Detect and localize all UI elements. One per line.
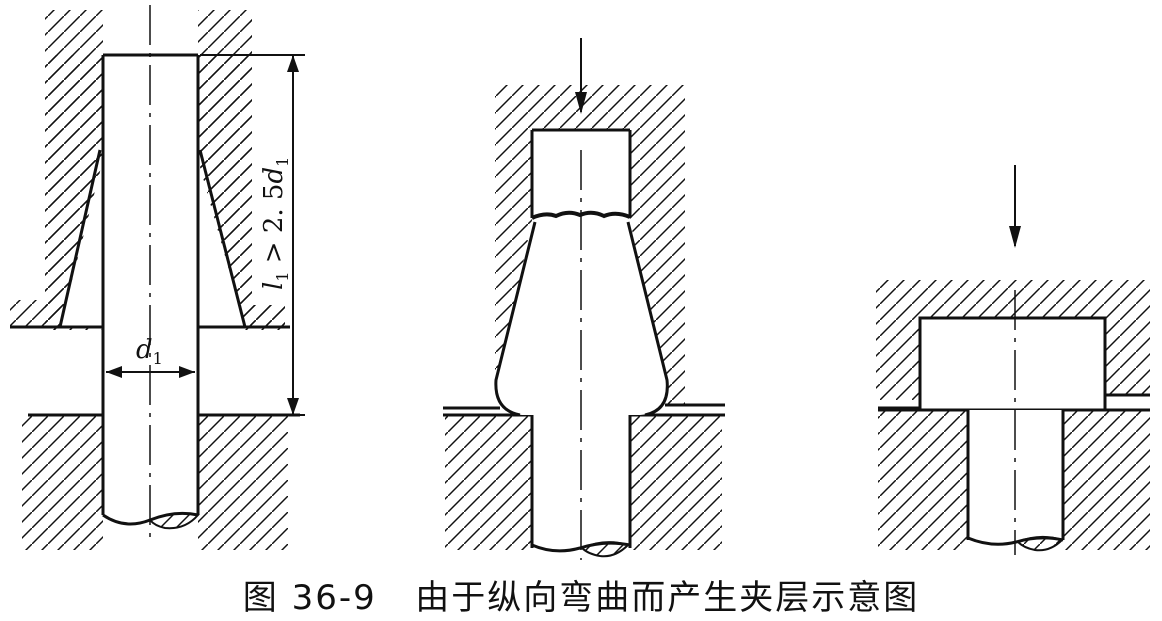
length-label: l1 > 2. 5d1 — [259, 157, 292, 290]
panel-3-short-upset — [876, 165, 1150, 555]
lower-die-hatch — [22, 415, 103, 550]
upper-die-hatch-2 — [495, 85, 685, 405]
lower-die-hatch-2 — [445, 415, 532, 550]
panel-2-conical-die — [443, 38, 725, 560]
figure-caption: 图 36-9 由于纵向弯曲而产生夹层示意图 — [242, 578, 920, 618]
lower-die-hatch-3 — [878, 410, 968, 550]
panel-1-long-bar: d1 l1 > 2. 5d1 — [10, 5, 305, 550]
diameter-label: d1 — [136, 335, 163, 368]
upper-die-hatch-3 — [876, 280, 1150, 400]
